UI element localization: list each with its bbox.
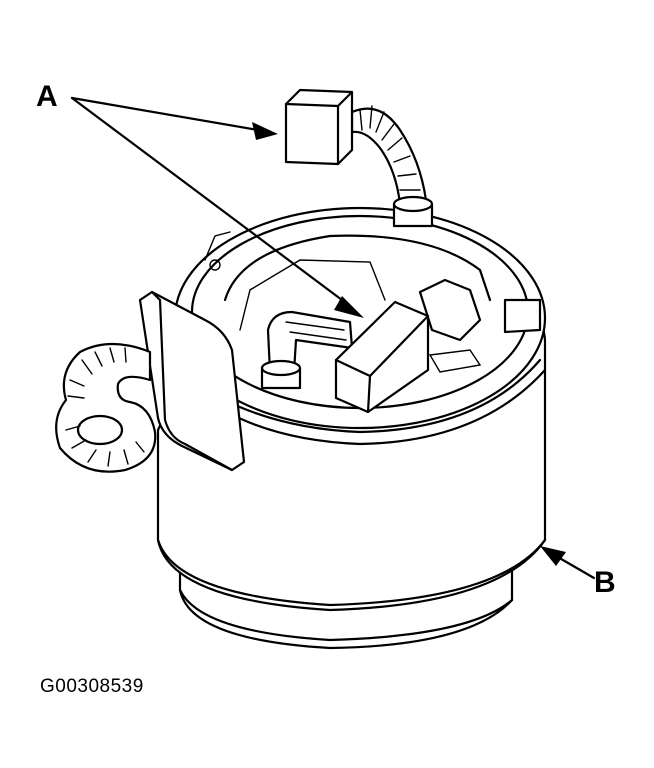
figure-id: G00308539 bbox=[40, 676, 144, 697]
braided-lead-left bbox=[55, 342, 157, 473]
arrowhead-icon bbox=[252, 122, 278, 140]
callout-label-a: A bbox=[36, 80, 58, 113]
callout-arrows bbox=[70, 96, 596, 580]
brush-top bbox=[284, 88, 434, 228]
terminal-plate bbox=[138, 290, 246, 472]
arrowhead-icon bbox=[334, 296, 364, 318]
brush-center bbox=[260, 300, 430, 414]
arrowhead-icon bbox=[540, 546, 566, 566]
callout-label-b: B bbox=[594, 566, 616, 599]
